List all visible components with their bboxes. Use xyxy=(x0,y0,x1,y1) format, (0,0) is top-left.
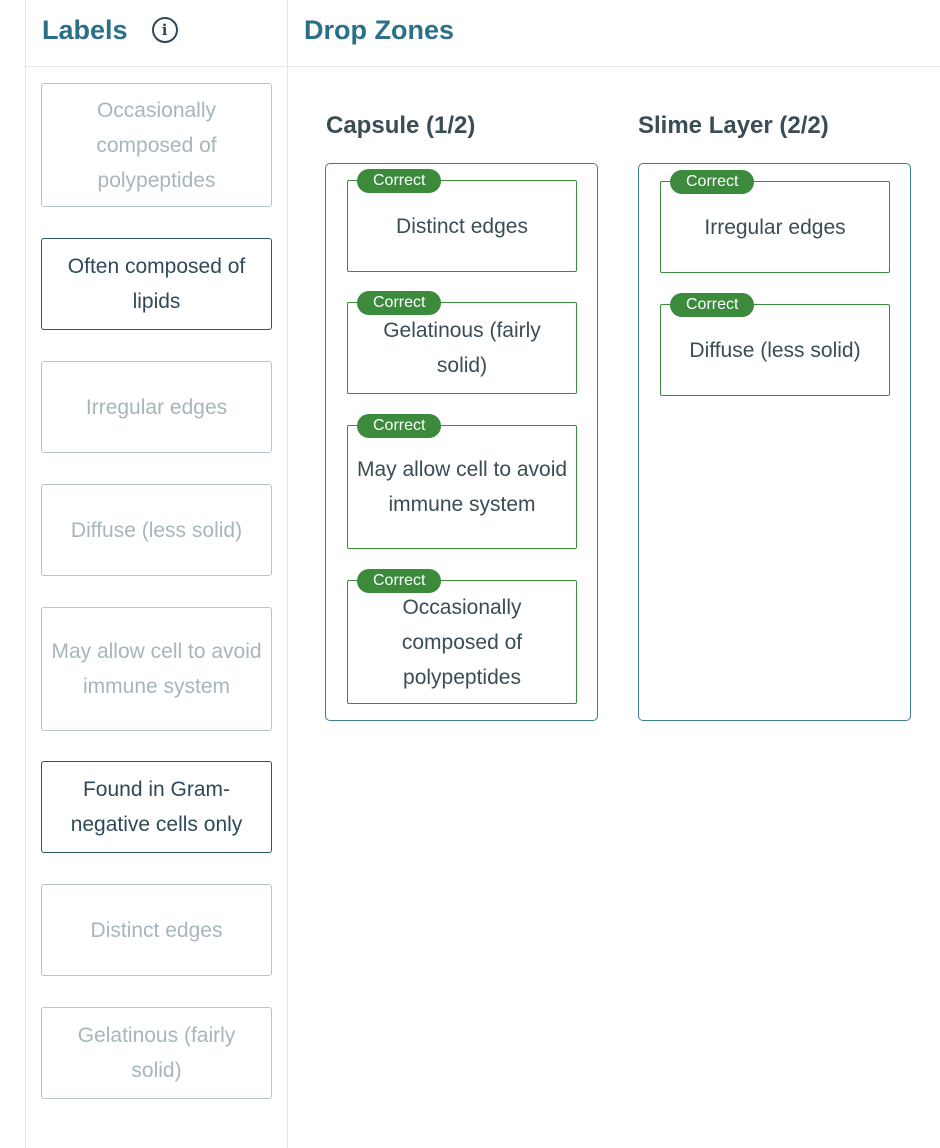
drop-zone-capsule[interactable] xyxy=(325,163,598,721)
correct-badge: Correct xyxy=(670,293,755,317)
left-divider xyxy=(25,0,26,1148)
placed-item-polypeptides[interactable]: Occasionally composed of polypeptides xyxy=(347,580,577,704)
placed-item-immune-system[interactable]: May allow cell to avoid immune system xyxy=(347,425,577,549)
zone-title-capsule: Capsule (1/2) xyxy=(326,112,476,139)
label-card-irregular-edges[interactable]: Irregular edges xyxy=(41,361,272,453)
correct-badge: Correct xyxy=(670,170,755,194)
placed-item-irregular-edges[interactable]: Irregular edges xyxy=(660,181,890,273)
correct-badge: Correct xyxy=(357,569,442,593)
label-card-gram-negative[interactable]: Found in Gram-negative cells only xyxy=(41,761,272,853)
panel-divider xyxy=(287,0,288,1148)
placed-item-diffuse[interactable]: Diffuse (less solid) xyxy=(660,304,890,396)
drop-zone-slime-layer[interactable] xyxy=(638,163,911,721)
label-card-polypeptides[interactable]: Occasionally composed of polypeptides xyxy=(41,83,272,207)
label-card-distinct-edges[interactable]: Distinct edges xyxy=(41,884,272,976)
header-divider xyxy=(26,66,940,67)
drop-zones-title: Drop Zones xyxy=(304,14,455,45)
label-card-gelatinous[interactable]: Gelatinous (fairly solid) xyxy=(41,1007,272,1099)
info-circle-icon[interactable]: i xyxy=(151,17,178,43)
label-card-diffuse[interactable]: Diffuse (less solid) xyxy=(41,484,272,576)
zone-title-slime-layer: Slime Layer (2/2) xyxy=(638,112,829,139)
label-card-lipids[interactable]: Often composed of lipids xyxy=(41,238,272,330)
labels-title: Labels xyxy=(42,14,128,45)
correct-badge: Correct xyxy=(357,169,442,193)
label-card-immune-system[interactable]: May allow cell to avoid immune system xyxy=(41,607,272,731)
placed-item-gelatinous[interactable]: Gelatinous (fairly solid) xyxy=(347,302,577,394)
correct-badge: Correct xyxy=(357,291,442,315)
correct-badge: Correct xyxy=(357,414,442,438)
placed-item-distinct-edges[interactable]: Distinct edges xyxy=(347,180,577,272)
labels-header: Labels i xyxy=(42,10,178,50)
